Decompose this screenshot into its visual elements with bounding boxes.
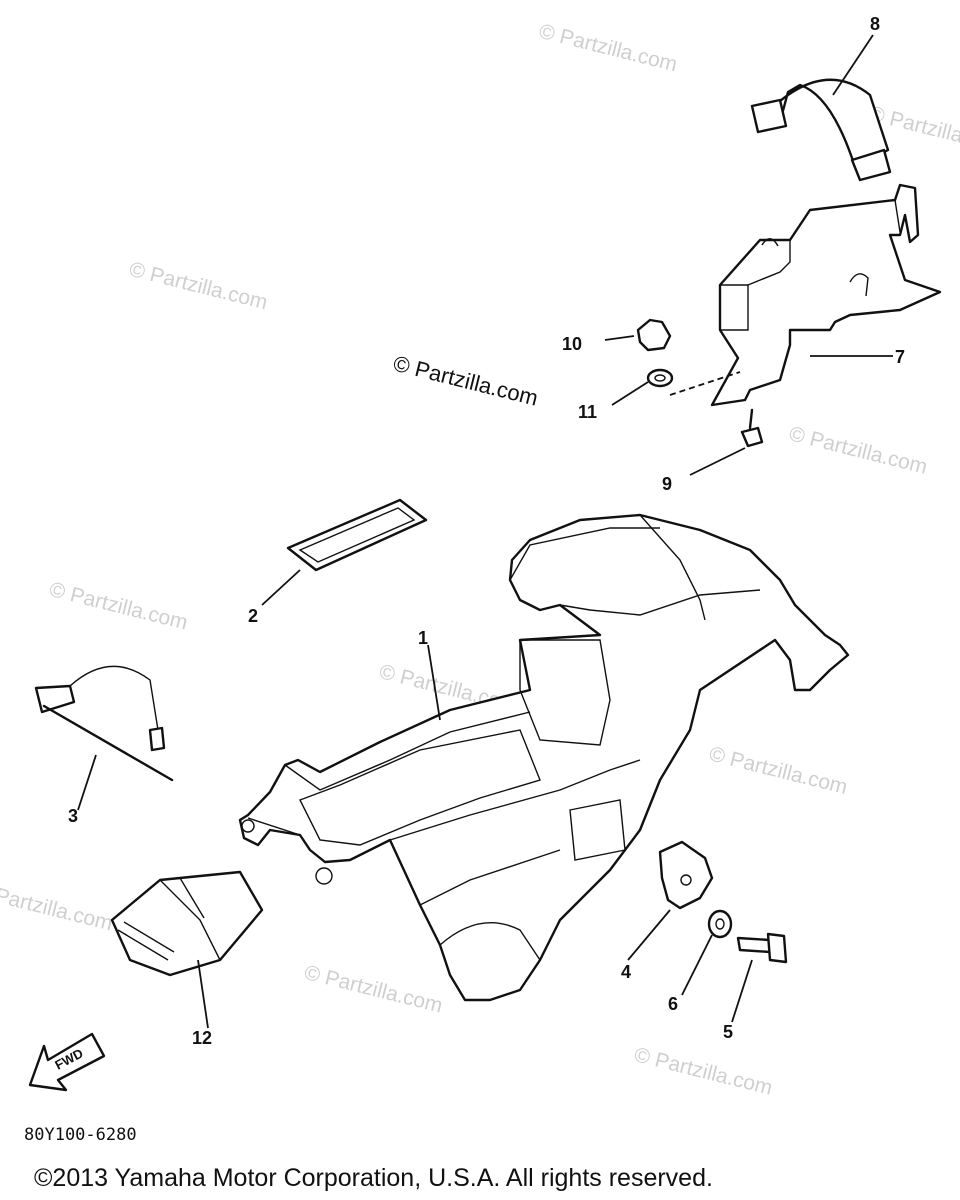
part-8-strap [750,78,892,182]
callout-10: 10 [562,334,582,354]
part-2-pad [286,498,428,572]
watermark: © Partzilla.com [302,961,445,1018]
copyright-notice: ©2013 Yamaha Motor Corporation, U.S.A. A… [34,1164,713,1192]
watermark: © Partzilla.com [707,742,850,799]
callout-5: 5 [723,1022,733,1042]
callout-3: 3 [68,806,78,826]
callout-9: 9 [662,474,672,494]
part-4-clip [658,840,714,910]
callout-2: 2 [248,606,258,626]
part-3-cable-tie [34,665,174,782]
watermark: © Partzilla.com [127,258,270,315]
callout-11: 11 [578,402,597,422]
watermark: © Partzilla.com [0,879,115,936]
watermark: © Partzilla.com [47,578,190,635]
callout-4: 4 [621,962,631,982]
part-1-tray [238,513,850,1002]
part-10-nut [636,318,672,352]
callout-8: 8 [870,14,880,34]
callout-6: 6 [668,994,678,1014]
part-11-washer [646,368,674,388]
watermark: © Partzilla.com [632,1043,775,1100]
center-watermark: © Partzilla.com [391,351,541,411]
callout-1: 1 [418,628,428,648]
part-9-bolt [740,408,764,448]
watermark: © Partzilla.com [537,20,680,77]
watermark: © Partzilla.com [787,422,930,479]
part-7-bracket [710,183,942,407]
callout-7: 7 [895,347,905,367]
diagram-code: 80Y100-6280 [24,1125,137,1145]
part-12-connector [110,870,264,977]
fwd-arrow-icon: FWD [28,1032,106,1092]
callout-12: 12 [192,1028,212,1048]
part-5-bolt [736,932,788,964]
leader-lines [77,34,893,1029]
part-6-washer [707,909,733,939]
